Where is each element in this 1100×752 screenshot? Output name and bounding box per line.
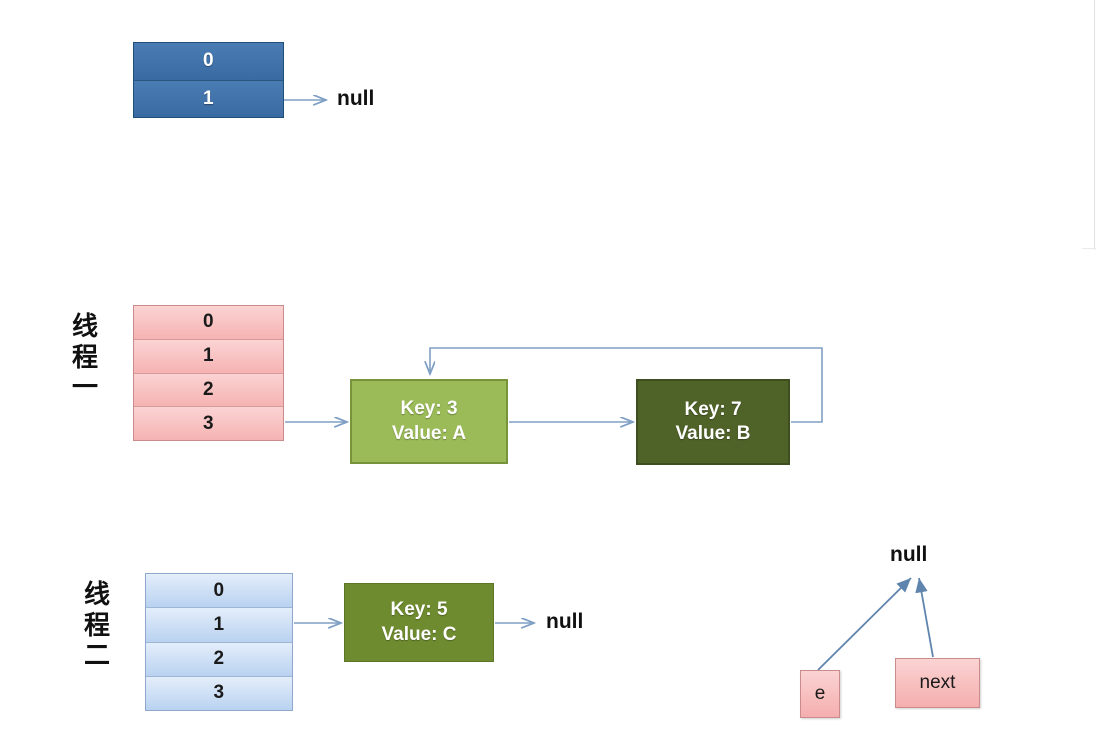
- pointer-box-e[interactable]: e: [800, 670, 840, 718]
- t1-bucket-cell-2[interactable]: 2: [134, 373, 283, 408]
- pointer-box-next-label: next: [919, 672, 956, 693]
- t1-bucket-cell-0[interactable]: 0: [134, 306, 283, 340]
- t2-bucket-cell-1[interactable]: 1: [146, 608, 292, 643]
- thread-one-bucket-array: 0 1 2 3: [133, 305, 284, 441]
- thread-one-char-1: 程: [71, 342, 98, 373]
- entry-node-key3-key: Key: 3: [400, 398, 458, 420]
- entry-node-key3[interactable]: Key: 3 Value: A: [350, 379, 508, 464]
- arrow-e-to-null: [817, 577, 912, 671]
- page-edge-line: [1094, 0, 1095, 250]
- pointer-null-label: null: [890, 543, 928, 566]
- t2-bucket-cell-3[interactable]: 3: [146, 676, 292, 710]
- page-edge-tick: [1082, 248, 1096, 249]
- entry-node-key7-value: Value: B: [675, 423, 751, 444]
- bucket-cell-0[interactable]: 0: [134, 43, 283, 81]
- entry-node-key7-key: Key: 7: [684, 398, 742, 420]
- thread-one-char-2: 一: [71, 373, 98, 404]
- thread-one-label: 线 程 一: [68, 312, 102, 404]
- t1-bucket-cell-3[interactable]: 3: [134, 407, 283, 440]
- top-null-label: null: [337, 87, 375, 110]
- entry-node-key5-key: Key: 5: [390, 599, 448, 621]
- entry-node-key3-value: Value: A: [391, 422, 467, 444]
- entry-node-key5-value: Value: C: [381, 623, 457, 645]
- thread-two-char-1: 程: [83, 610, 110, 641]
- thread-two-char-2: 二: [83, 641, 110, 672]
- thread-two-label: 线 程 二: [80, 580, 114, 672]
- thread-one-char-0: 线: [71, 312, 98, 342]
- t1-bucket-cell-1[interactable]: 1: [134, 339, 283, 374]
- thread-two-bucket-array: 0 1 2 3: [145, 573, 293, 711]
- bucket-cell-1[interactable]: 1: [134, 80, 283, 117]
- thread-two-char-0: 线: [83, 580, 110, 610]
- entry-node-key7[interactable]: Key: 7 Value: B: [636, 379, 790, 465]
- thread-two-null-label: null: [546, 610, 584, 633]
- pointer-box-next[interactable]: next: [895, 658, 980, 708]
- arrow-key7-cycle-back-to-key3: [430, 347, 823, 423]
- entry-node-key5[interactable]: Key: 5 Value: C: [344, 583, 494, 662]
- arrow-next-to-null: [915, 577, 934, 658]
- resized-bucket-array: 0 1: [133, 42, 284, 118]
- t2-bucket-cell-2[interactable]: 2: [146, 642, 292, 677]
- pointer-box-e-label: e: [814, 683, 826, 704]
- t2-bucket-cell-0[interactable]: 0: [146, 574, 292, 609]
